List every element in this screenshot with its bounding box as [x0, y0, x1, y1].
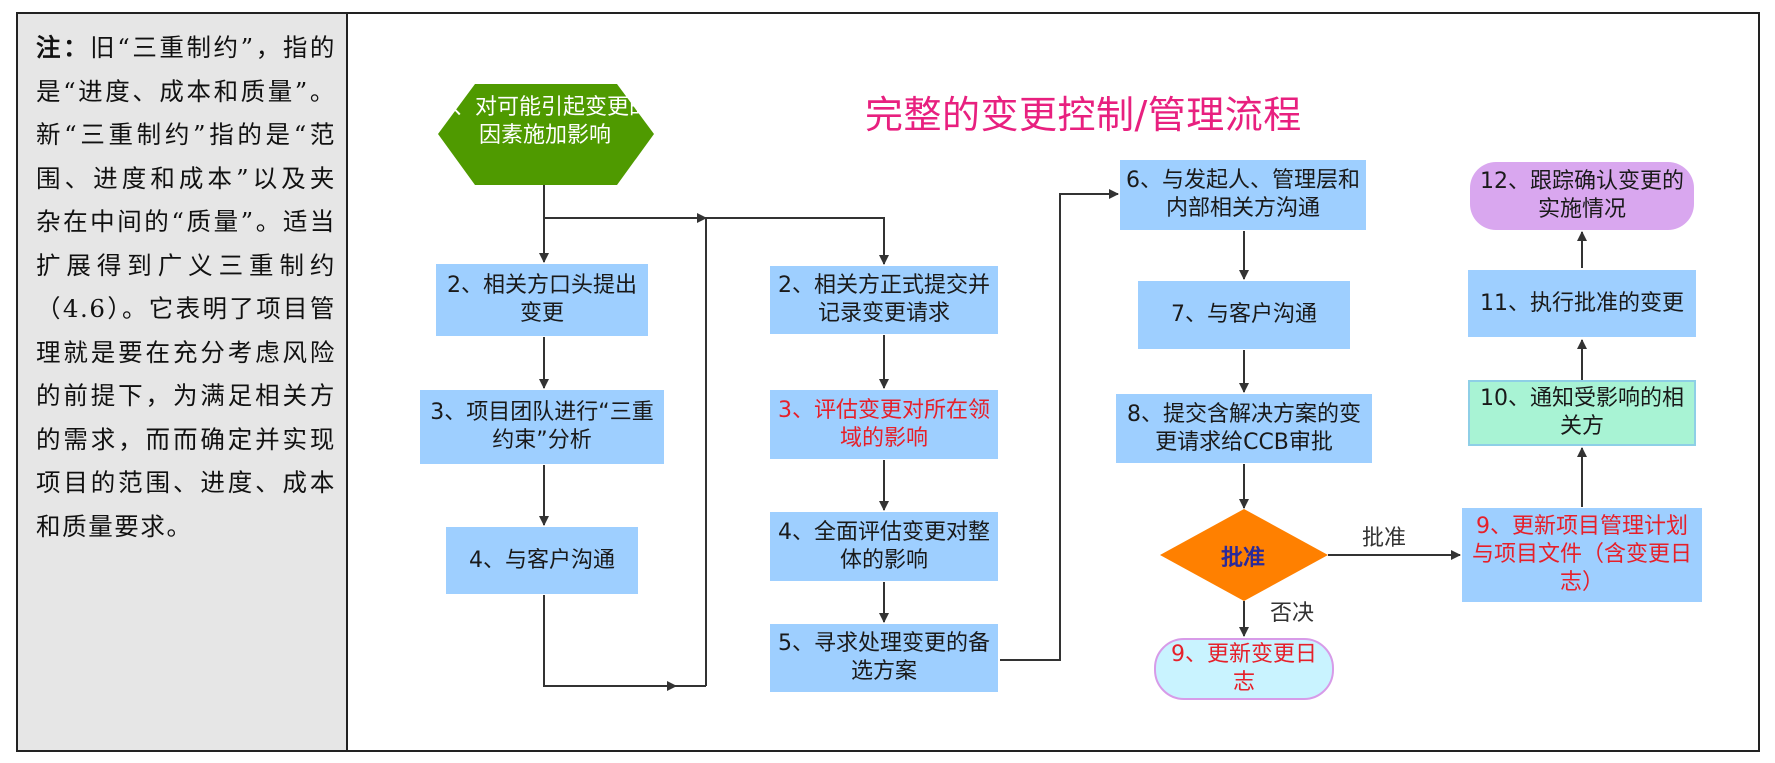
approve-edge-label: 批准 — [1362, 526, 1407, 551]
note-body: 旧“三重制约”，指的是“进度、成本和质量”。新“三重制约”指的是“范围、进度和成… — [36, 33, 336, 541]
edge-branch-to-col2 — [706, 217, 889, 265]
note-text: 注：旧“三重制约”，指的是“进度、成本和质量”。新“三重制约”指的是“范围、进度… — [36, 26, 336, 548]
edge-col2-to-col3 — [1000, 189, 1119, 661]
col4-box-12: 12、跟踪确认变更的实施情况 — [1470, 162, 1694, 230]
col3-box-3: 8、提交含解决方案的变更请求给CCB审批 — [1116, 394, 1372, 463]
edge-col1-return — [543, 595, 677, 691]
note-label: 注： — [36, 33, 91, 62]
start-hexagon — [438, 84, 654, 185]
decision-diamond — [1160, 509, 1328, 601]
col4-box-11: 11、执行批准的变更 — [1468, 270, 1696, 337]
col2-box-4: 5、寻求处理变更的备选方案 — [770, 624, 998, 692]
col3-box-2: 7、与客户沟通 — [1138, 281, 1350, 349]
col3-box-1: 6、与发起人、管理层和内部相关方沟通 — [1120, 160, 1366, 230]
col4-box-9: 9、更新项目管理计划与项目文件（含变更日志） — [1462, 508, 1702, 602]
col1-box-2: 3、项目团队进行“三重约束”分析 — [420, 390, 664, 464]
col2-box-1: 2、相关方正式提交并记录变更请求 — [770, 266, 998, 334]
col2-box-2: 3、评估变更对所在领域的影响 — [770, 390, 998, 459]
col2-box-3: 4、全面评估变更对整体的影响 — [770, 512, 998, 581]
diagram-title: 完整的变更控制/管理流程 — [865, 93, 1302, 137]
reject-edge-label: 否决 — [1270, 601, 1315, 626]
note-cell: 注：旧“三重制约”，指的是“进度、成本和质量”。新“三重制约”指的是“范围、进度… — [16, 12, 348, 752]
col1-box-3: 4、与客户沟通 — [446, 527, 638, 594]
reject-node-update-log: 9、更新变更日志 — [1154, 638, 1334, 700]
col4-box-10: 10、通知受影响的相关方 — [1468, 380, 1696, 446]
start-node-label: 1、对可能引起变更的因素施加影响 — [439, 95, 651, 148]
col1-box-1: 2、相关方口头提出变更 — [436, 264, 648, 336]
decision-label: 批准 — [1220, 546, 1265, 571]
